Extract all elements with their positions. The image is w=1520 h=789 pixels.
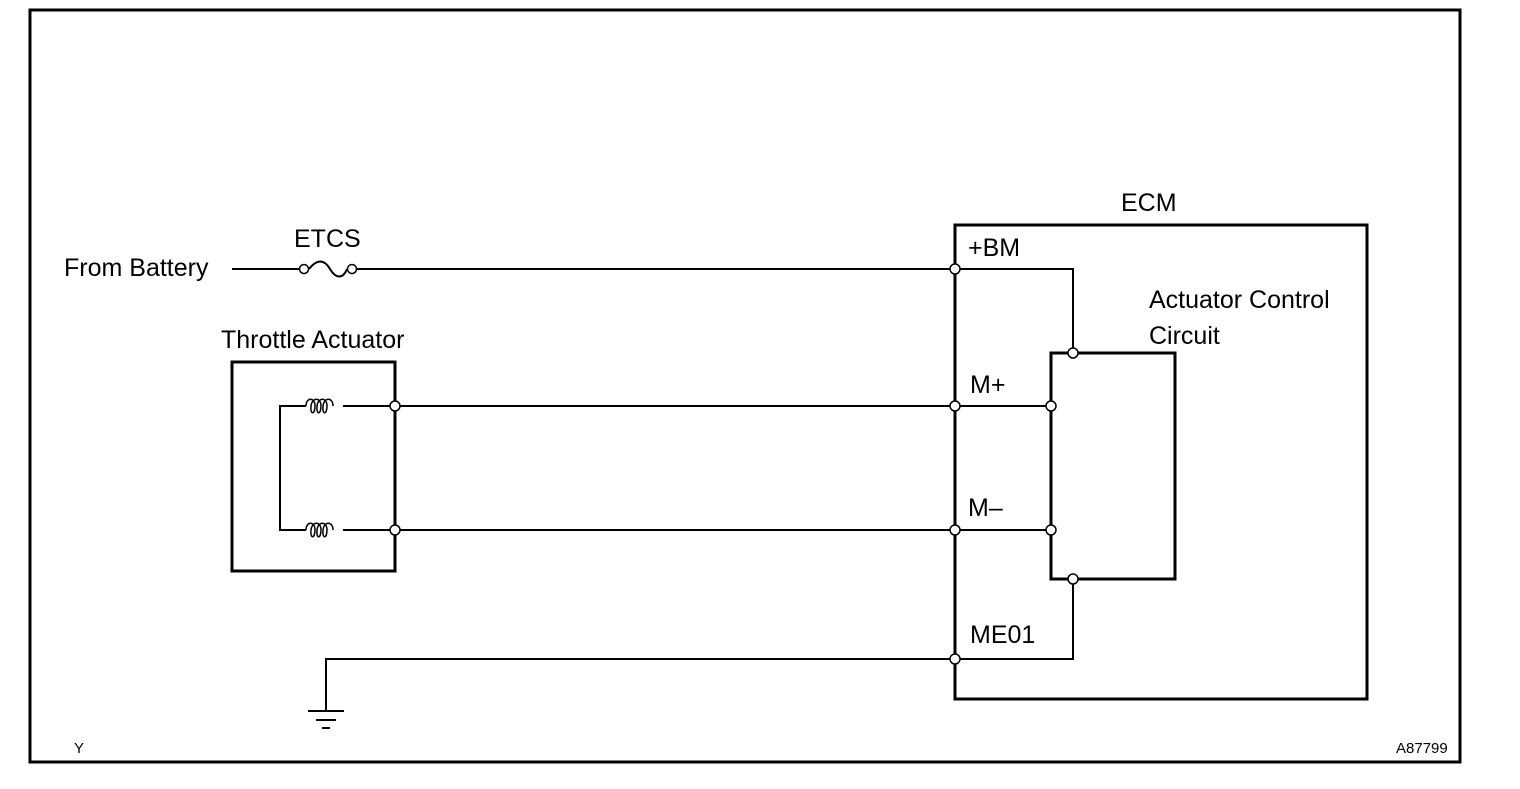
acc-terminal-m-plus	[1045, 400, 1057, 412]
fuse-icon	[308, 260, 348, 278]
ecm-pin-me01	[949, 653, 961, 665]
fuse-label: ETCS	[294, 225, 361, 253]
acc-terminal-bottom	[1067, 573, 1079, 585]
throttle-actuator-box	[230, 360, 397, 573]
corner-code: Y	[74, 740, 84, 757]
pin-me01-label: ME01	[970, 621, 1035, 649]
actuator-control-circuit-box	[1049, 351, 1177, 581]
actuator-control-label-line1: Actuator Control	[1149, 286, 1330, 314]
actuator-terminal-m-minus	[389, 524, 401, 536]
ecm-box	[953, 223, 1369, 701]
ground-icon	[308, 710, 344, 729]
outer-frame	[28, 8, 1462, 764]
fuse-terminal-right	[346, 263, 358, 275]
me01-internal-wire	[960, 584, 1074, 660]
ecm-label: ECM	[1121, 189, 1177, 217]
throttle-actuator-label: Throttle Actuator	[221, 326, 404, 354]
figure-id: A87799	[1396, 740, 1448, 757]
actuator-internal-loop	[279, 405, 306, 531]
from-battery-label: From Battery	[64, 254, 209, 282]
motor-coil-upper-icon	[305, 398, 334, 414]
actuator-control-label-line2: Circuit	[1149, 322, 1220, 350]
motor-coil-lower-icon	[305, 522, 334, 538]
ground-wire	[325, 658, 950, 711]
acc-terminal-top	[1067, 347, 1079, 359]
acc-terminal-m-minus	[1045, 524, 1057, 536]
ecm-pin-bm	[949, 263, 961, 275]
fuse-terminal-left	[298, 263, 310, 275]
ecm-pin-m-minus	[949, 524, 961, 536]
bm-internal-wire	[960, 268, 1074, 348]
actuator-terminal-m-plus	[389, 400, 401, 412]
pin-m-minus-label: M–	[968, 494, 1003, 522]
ecm-pin-m-plus	[949, 400, 961, 412]
pin-bm-label: +BM	[968, 234, 1020, 262]
pin-m-plus-label: M+	[970, 371, 1005, 399]
